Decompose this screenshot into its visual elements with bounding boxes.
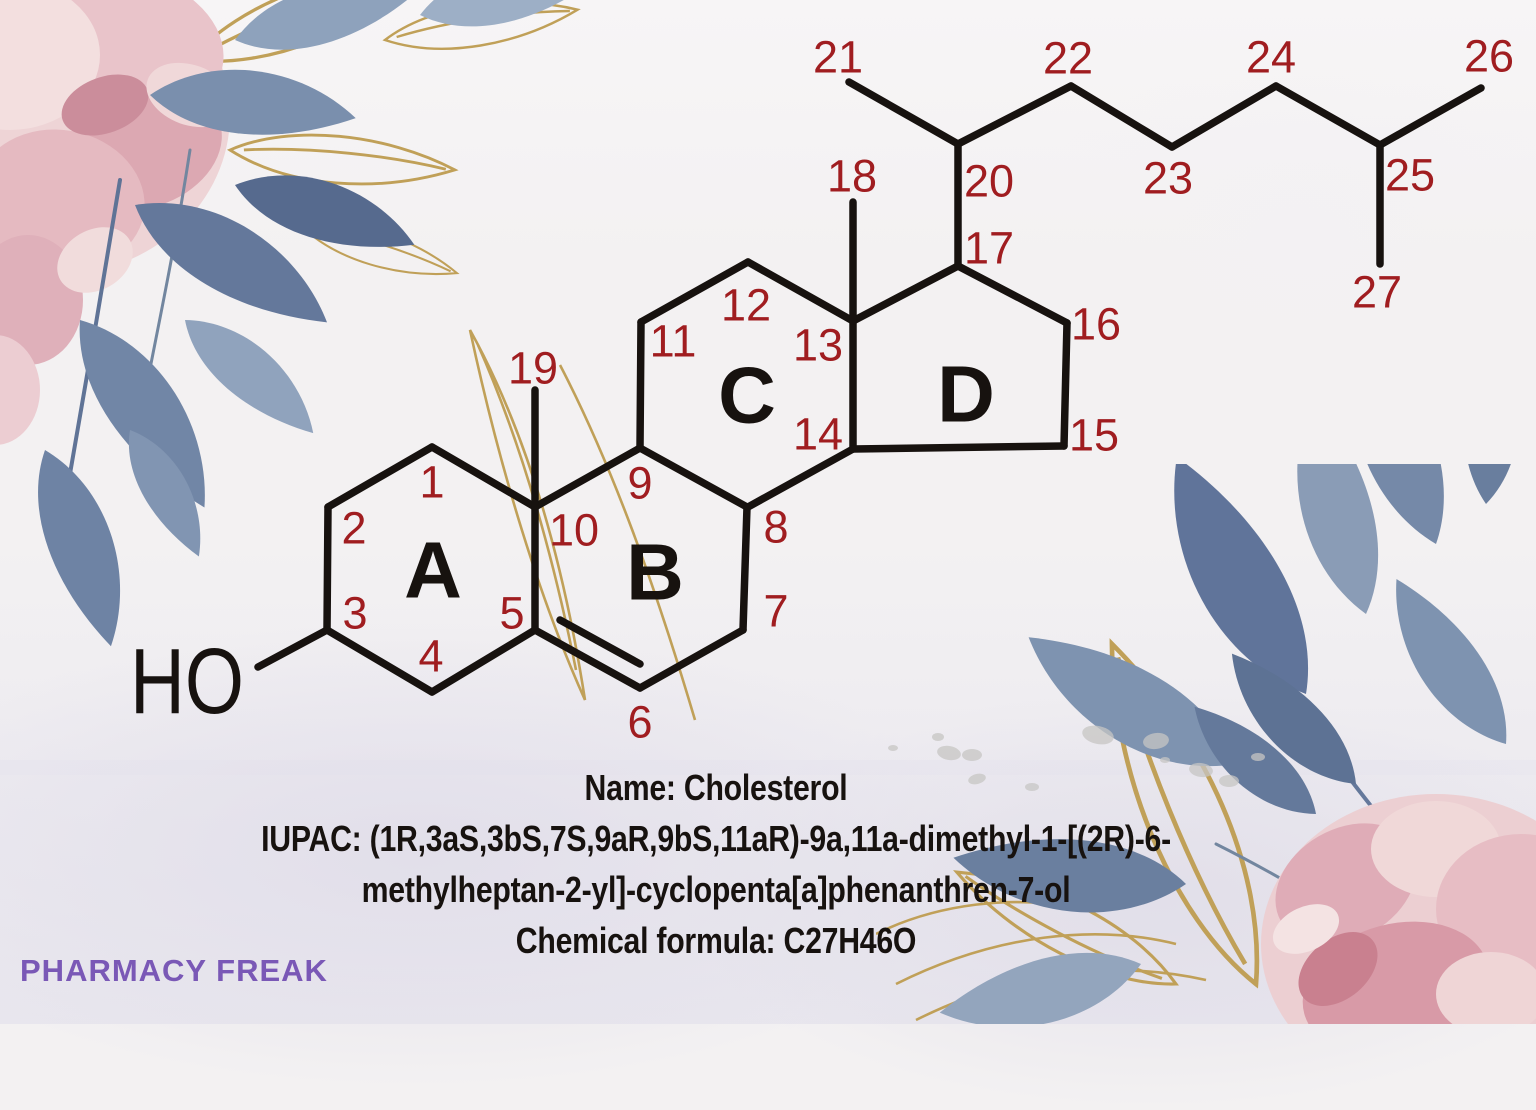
- bond-line: [954, 82, 1075, 148]
- atom-number-22: 22: [1043, 33, 1093, 84]
- atom-number-15: 15: [1069, 410, 1119, 461]
- bond-line: [954, 262, 1071, 327]
- bond-line: [556, 616, 644, 668]
- atom-number-4: 4: [418, 631, 443, 682]
- atom-number-2: 2: [341, 503, 366, 554]
- bond-line: [1168, 82, 1280, 151]
- caption-line-name: Name: Cholesterol: [584, 767, 848, 808]
- atom-number-11: 11: [650, 316, 697, 367]
- atom-number-19: 19: [508, 343, 558, 394]
- atom-number-14: 14: [793, 409, 843, 460]
- atom-number-27: 27: [1352, 267, 1402, 318]
- floral-decoration-top-left: [0, 0, 697, 721]
- ring-letter-D: D: [937, 350, 995, 439]
- bond-line: [637, 258, 752, 326]
- atom-number-7: 7: [763, 586, 788, 637]
- atom-number-10: 10: [549, 505, 599, 556]
- atom-number-25: 25: [1385, 150, 1435, 201]
- caption-line-formula: Chemical formula: C27H46O: [515, 920, 917, 961]
- bond-line: [849, 442, 1068, 453]
- atom-number-3: 3: [342, 588, 367, 639]
- watermark: PHARMACY FREAK: [20, 953, 328, 988]
- bond-line: [323, 626, 436, 696]
- atom-number-20: 20: [964, 156, 1014, 207]
- bond-line: [254, 626, 331, 671]
- bond-line: [324, 443, 436, 511]
- ring-letter-A: A: [404, 526, 462, 615]
- bond-line: [744, 258, 857, 325]
- bond-line: [1272, 82, 1384, 149]
- atom-number-21: 21: [813, 32, 863, 83]
- bond-line: [849, 262, 962, 325]
- atom-number-8: 8: [763, 502, 788, 553]
- bond-line: [531, 444, 644, 511]
- caption-line-iupac-2: methylheptan-2-yl]-cyclopenta[a]phenanth…: [361, 869, 1071, 910]
- atom-number-12: 12: [721, 280, 771, 331]
- bond-line: [845, 78, 962, 148]
- blue-leaves-icon: [24, 0, 598, 647]
- atom-number-17: 17: [964, 223, 1014, 274]
- atom-number-24: 24: [1246, 32, 1296, 83]
- bond-line: [636, 626, 747, 692]
- bond-line: [531, 626, 644, 692]
- ring-letter-C: C: [718, 351, 776, 440]
- paint-speckles: [888, 725, 1265, 791]
- atom-number-1: 1: [419, 457, 444, 508]
- atom-number-26: 26: [1464, 31, 1514, 82]
- bond-line: [323, 503, 332, 634]
- atom-number-23: 23: [1143, 153, 1193, 204]
- atom-number-16: 16: [1071, 299, 1121, 350]
- bond-line: [428, 443, 539, 511]
- pink-flower-icon: [0, 0, 234, 445]
- bond-line: [1067, 82, 1176, 151]
- caption-block: Name: Cholesterol IUPAC: (1R,3aS,3bS,7S,…: [115, 762, 1318, 966]
- bond-line: [744, 445, 857, 511]
- caption-line-iupac-1: IUPAC: (1R,3aS,3bS,7S,9aR,9bS,11aR)-9a,1…: [261, 818, 1171, 859]
- atom-number-6: 6: [627, 697, 652, 748]
- ring-letter-B: B: [626, 528, 684, 617]
- bond-line: [1376, 84, 1485, 149]
- bond-line: [739, 503, 751, 634]
- atom-number-18: 18: [827, 151, 877, 202]
- bond-line: [636, 444, 751, 511]
- atom-number-9: 9: [627, 458, 652, 509]
- atom-number-13: 13: [793, 320, 843, 371]
- pink-flower-icon: [1191, 678, 1536, 1024]
- bond-line: [636, 318, 645, 452]
- hydroxyl-label: HO: [130, 629, 244, 733]
- bond-line: [1060, 319, 1071, 450]
- atom-number-5: 5: [499, 588, 524, 639]
- floral-decoration-bottom-right: [876, 464, 1536, 1024]
- bond-line: [428, 626, 539, 696]
